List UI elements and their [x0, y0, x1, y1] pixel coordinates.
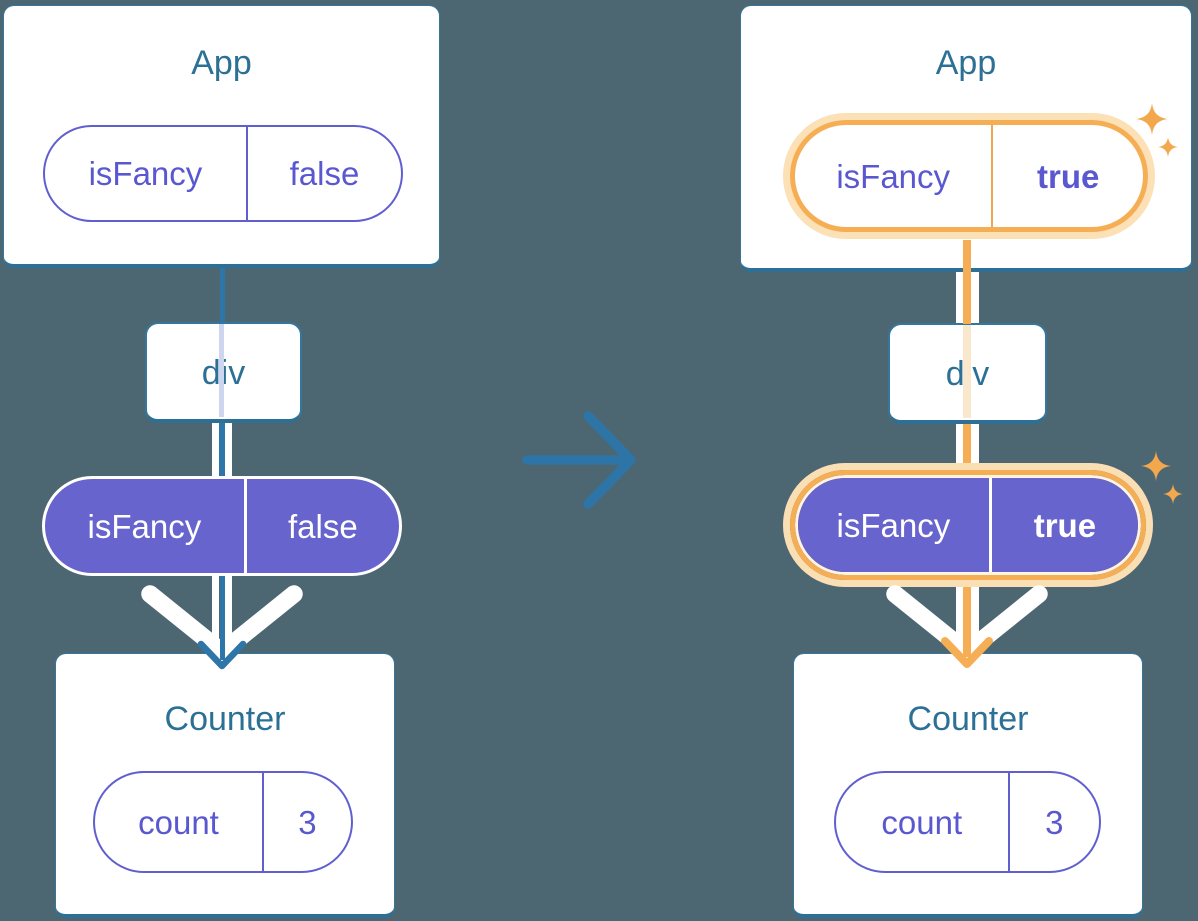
sparkle-icon — [1163, 484, 1183, 504]
prop-value: false — [289, 155, 360, 192]
state-name: count — [881, 803, 963, 841]
right-div-faded-line — [963, 325, 971, 418]
right-stripe-white-2 — [971, 272, 979, 324]
left-counter-title: Counter — [164, 700, 286, 738]
left-counter-state-pill: count 3 — [93, 771, 353, 873]
right-flow-white-1 — [956, 587, 963, 642]
prop-value-cell: false — [248, 127, 401, 220]
sparkle-icon — [1136, 103, 1168, 135]
state-name-cell: count — [836, 773, 1010, 871]
left-passed-prop-pill: isFancy false — [42, 476, 402, 576]
left-div-card: div — [145, 322, 302, 423]
right-counter-card: Counter count 3 — [793, 653, 1143, 918]
right-flow-orange-line — [963, 587, 971, 657]
left-div-faded-line — [219, 324, 224, 417]
left-app-title: App — [191, 44, 252, 82]
left-stripe-white-2 — [225, 422, 232, 478]
right-stripe-white-3 — [956, 424, 963, 466]
state-value-cell: 3 — [1010, 773, 1099, 871]
right-stripe-orange-2 — [963, 424, 971, 466]
highlight-ring: isFancy true — [790, 470, 1146, 580]
prop-name: isFancy — [836, 506, 951, 544]
left-stripe-white-1 — [212, 422, 219, 478]
state-value: 3 — [298, 803, 317, 841]
left-stripe-teal — [219, 422, 225, 478]
right-flow-arrowhead-icon — [941, 637, 993, 668]
prop-name: isFancy — [87, 507, 202, 545]
right-app-prop-pill: isFancy true — [790, 120, 1148, 232]
prop-name-cell: isFancy — [45, 479, 247, 573]
left-flow-white-1 — [212, 576, 219, 642]
transition-arrow-icon — [522, 411, 636, 509]
highlight-inner-ring: isFancy true — [795, 475, 1141, 575]
prop-value: true — [1037, 157, 1100, 195]
right-passed-prop-pill: isFancy true — [798, 478, 1138, 572]
left-app-prop-pill: isFancy false — [43, 125, 403, 222]
prop-value: false — [288, 507, 358, 545]
prop-value-cell: false — [247, 479, 399, 573]
right-app-card: App isFancy true — [740, 5, 1192, 272]
sparkle-icon — [1158, 137, 1178, 157]
right-counter-title: Counter — [907, 700, 1029, 738]
right-app-div-orange-line — [963, 240, 971, 324]
state-value: 3 — [1045, 803, 1064, 841]
sparkle-icon — [1141, 451, 1171, 481]
left-app-card: App isFancy false — [3, 5, 440, 268]
right-stripe-white-4 — [971, 424, 979, 466]
prop-name-cell: isFancy — [798, 478, 992, 572]
left-app-div-line — [219, 266, 225, 324]
right-app-prop-pill-highlight: isFancy true — [783, 113, 1155, 239]
right-passed-prop-pill-highlight: isFancy true — [783, 463, 1153, 587]
state-name-cell: count — [95, 773, 264, 871]
prop-name: isFancy — [836, 157, 951, 195]
left-counter-card: Counter count 3 — [55, 653, 395, 918]
left-flow-teal-line — [219, 576, 225, 660]
prop-value: true — [1033, 506, 1097, 544]
prop-name-cell: isFancy — [795, 125, 994, 227]
right-div-card: div — [888, 323, 1047, 424]
state-value-cell: 3 — [264, 773, 351, 871]
prop-name: isFancy — [88, 155, 203, 192]
left-flow-arrowhead-icon — [197, 640, 247, 670]
right-stripe-white-1 — [956, 272, 963, 324]
prop-value-cell: true — [993, 125, 1143, 227]
left-flow-white-2 — [225, 576, 232, 642]
right-counter-state-pill: count 3 — [834, 771, 1101, 873]
prop-value-cell: true — [992, 478, 1138, 572]
prop-name-cell: isFancy — [45, 127, 248, 220]
right-app-title: App — [935, 44, 997, 82]
right-flow-white-2 — [971, 587, 979, 642]
state-name: count — [138, 803, 219, 841]
